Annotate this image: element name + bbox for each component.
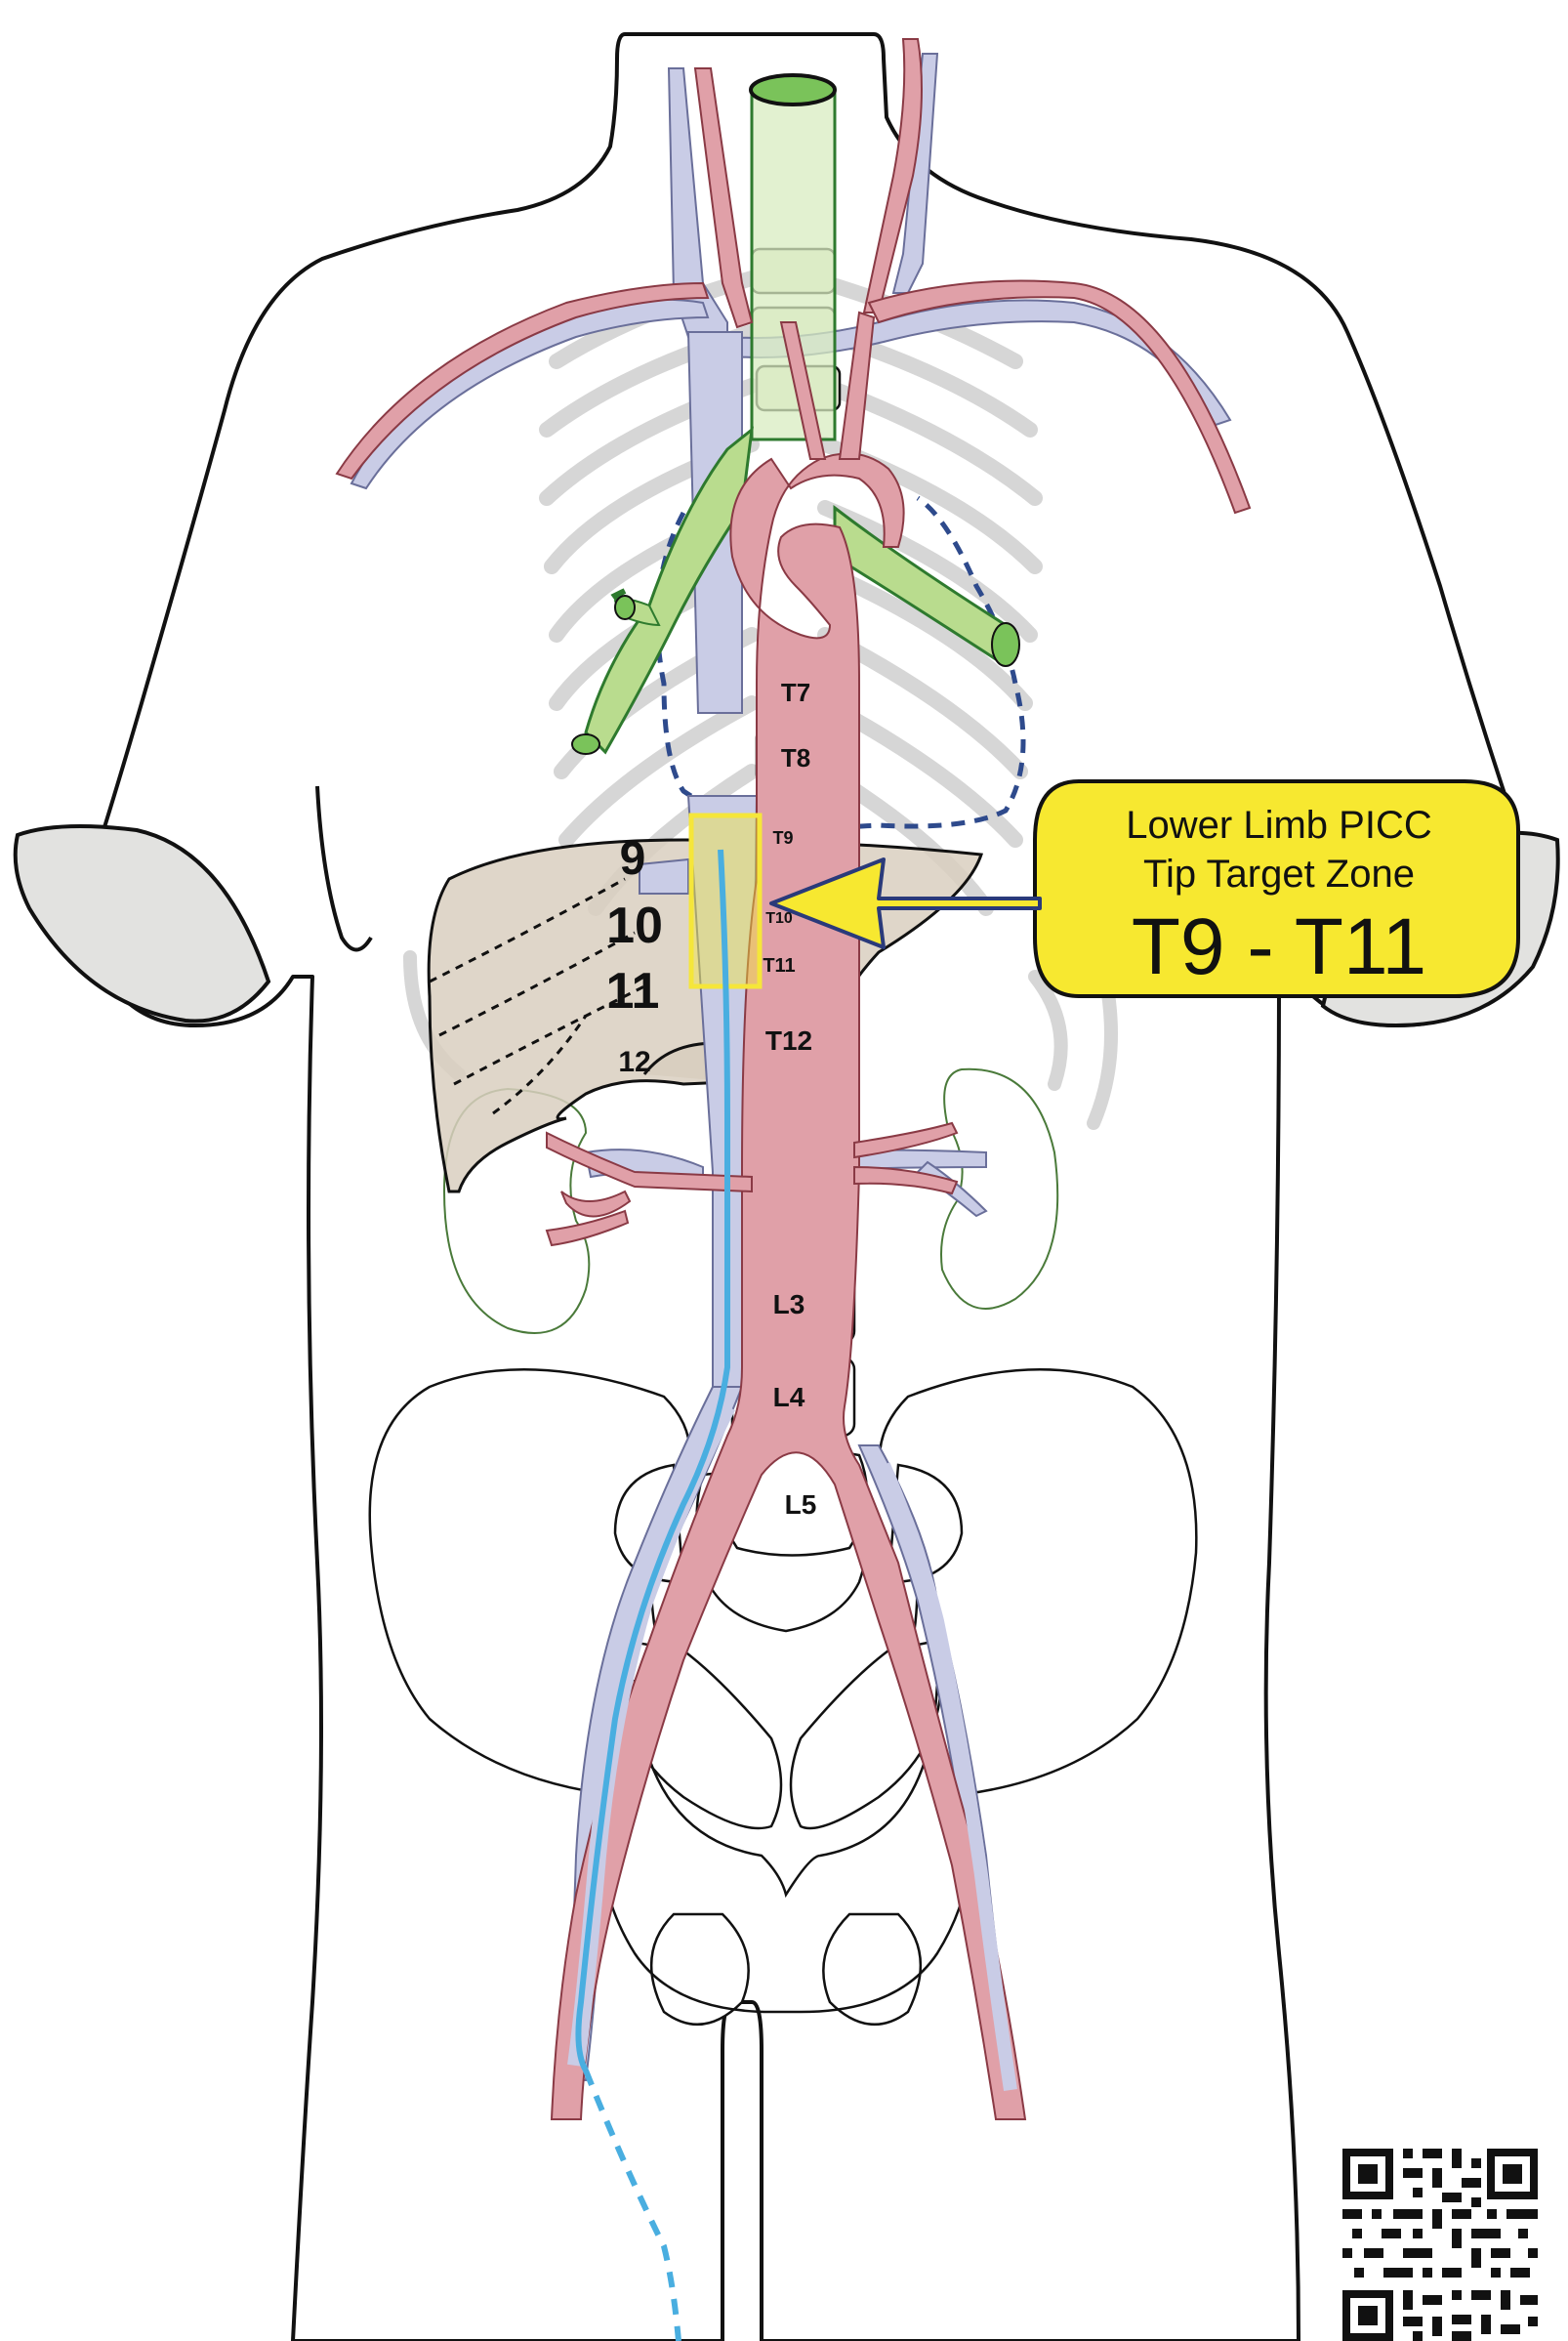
qr-code-icon	[1342, 2149, 1538, 2341]
label-t10: T10	[765, 910, 793, 927]
label-t11: T11	[763, 955, 795, 977]
label-rib-12: 12	[618, 1046, 650, 1078]
callout-line1: Lower Limb PICC	[1126, 804, 1431, 847]
label-t12: T12	[765, 1025, 812, 1056]
callout-line2: Tip Target Zone	[1143, 853, 1415, 896]
label-t8: T8	[781, 743, 810, 773]
label-l3: L3	[773, 1289, 805, 1319]
callout-line3: T9 - T11	[1132, 902, 1426, 991]
label-l4: L4	[773, 1382, 805, 1412]
label-rib-10: 10	[606, 898, 663, 954]
label-rib-11: 11	[606, 963, 660, 1020]
obturator-left	[651, 1914, 749, 2025]
label-l5: L5	[785, 1489, 817, 1520]
obturator-right	[823, 1914, 921, 2025]
label-rib-9: 9	[620, 833, 646, 885]
label-t7: T7	[781, 678, 810, 707]
label-t9: T9	[772, 828, 793, 848]
